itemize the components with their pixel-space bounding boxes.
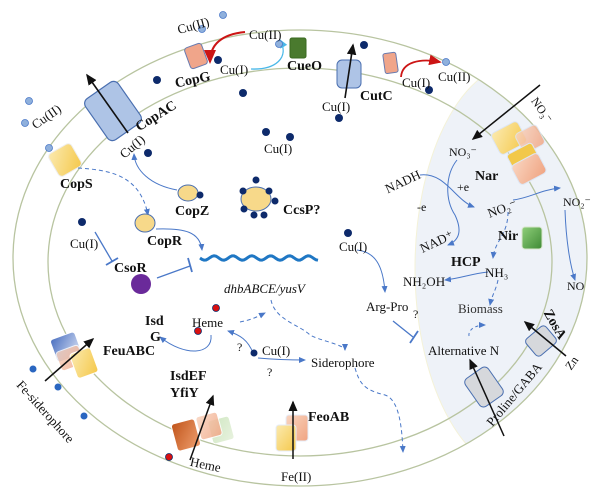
nh3-to-biomass-arrow xyxy=(488,279,499,306)
proline-gaba-transporter xyxy=(464,358,505,437)
cu1-cutc-label: Cu(I) xyxy=(322,99,351,114)
nar-label: Nar xyxy=(475,169,499,184)
heme-cytoplasm-dots xyxy=(194,304,220,335)
no3-to-nad-arrow xyxy=(447,159,460,246)
cu2-cueo-label: Cu(II) xyxy=(249,27,282,42)
heme-cytoplasm-label: Heme xyxy=(192,315,224,330)
cu1-argpro-label: Cu(I) xyxy=(339,239,368,254)
siderophore-export-arrow xyxy=(354,367,406,453)
ccsp-label: CcsP? xyxy=(283,203,321,218)
siderophore-label: Siderophore xyxy=(311,355,375,370)
cops-sensor xyxy=(48,143,82,177)
nadh-to-no2-arrow xyxy=(419,174,475,208)
copg-box xyxy=(184,42,208,70)
argpro-inhibits-altn xyxy=(392,320,414,338)
no2-to-nh3-arrow xyxy=(490,211,509,259)
cueo-box xyxy=(289,37,307,59)
feoab-label: FeoAB xyxy=(308,410,350,425)
dna-helix xyxy=(199,254,319,262)
feuabc-transporter xyxy=(44,331,99,382)
cutc-oxidase-box xyxy=(382,51,399,74)
feoab-transporter xyxy=(275,400,309,459)
cu1-heme-dot xyxy=(250,349,258,357)
zosa-transporter xyxy=(523,321,567,357)
isdef-yfiy-transporter xyxy=(170,394,235,461)
copr-regulator xyxy=(134,213,156,233)
copz-to-cu1-arrow xyxy=(131,153,178,191)
cops-label: CopS xyxy=(60,177,93,192)
altn-inhibit-bar xyxy=(409,330,419,344)
nar-complex xyxy=(491,121,547,185)
isd-g-label: G xyxy=(150,330,161,345)
heme-question-label: ? xyxy=(237,340,243,354)
cu1-csor-label: Cu(I) xyxy=(70,236,99,251)
cu2-right-periplasm-label: Cu(II) xyxy=(438,69,471,84)
nh2oh-label: NH₂OH xyxy=(403,274,446,289)
inner-membrane xyxy=(47,67,553,457)
cops-to-copr-arrow xyxy=(77,167,150,216)
dhb-operon-label: dhbABCE/yusV xyxy=(224,281,305,296)
ccsp-protein xyxy=(239,176,279,219)
cu2-reduction-arrow xyxy=(204,31,246,64)
copac-transporter xyxy=(84,73,142,142)
cu1-ions xyxy=(78,41,433,237)
dna-inhibit-bar xyxy=(187,257,193,273)
arg-pro-label: Arg-Pro xyxy=(366,299,409,314)
nir-label: Nir xyxy=(498,229,519,244)
cu1-to-siderophore-arrow xyxy=(257,356,306,363)
altn-to-biomass-arrow xyxy=(468,322,486,337)
copz-label: CopZ xyxy=(175,204,210,219)
isdef-label: IsdEF xyxy=(170,369,207,384)
heme-outside-dot xyxy=(165,453,173,461)
no2-export-arrow xyxy=(512,185,561,201)
cu1-to-heme-arrow xyxy=(227,330,254,354)
heme-to-isdg-arrow xyxy=(159,334,212,352)
feuabc-label: FeuABC xyxy=(103,344,156,359)
cu1-copg-label: Cu(I) xyxy=(220,62,249,77)
csor-label: CsoR xyxy=(114,261,147,276)
cu1-siderophore-label: Cu(I) xyxy=(262,343,291,358)
cutc-cu-oxidation-arrow xyxy=(400,54,442,78)
cu1-inhibits-csor xyxy=(94,231,113,262)
outer-membrane xyxy=(12,29,588,487)
cutc-transporter xyxy=(336,43,362,99)
hcp-label: HCP xyxy=(451,255,481,270)
no2-outside-label: NO₂⁻ xyxy=(563,195,591,209)
minus-e-label: -e xyxy=(417,200,427,214)
copr-to-dna-arrow xyxy=(155,228,205,251)
cu2-ions xyxy=(21,11,450,152)
biomass-label: Biomass xyxy=(458,301,503,316)
cu1-right-periplasm-label: Cu(I) xyxy=(402,75,431,90)
cu1-to-argpro-arrow xyxy=(356,249,388,293)
plus-e-label: +e xyxy=(457,180,470,194)
cueo-label: CueO xyxy=(287,59,322,74)
no3-import-arrow xyxy=(471,84,541,140)
nir-box xyxy=(521,226,543,250)
fe2-label: Fe(II) xyxy=(281,469,312,484)
no-label: NO xyxy=(567,279,585,293)
csor-repressor xyxy=(131,274,151,294)
yfiy-label: YfiY xyxy=(170,386,199,401)
cu1-cyto-top-label: Cu(I) xyxy=(264,141,293,156)
argpro-question-label: ? xyxy=(413,307,419,321)
isd-label: Isd xyxy=(145,314,164,329)
nh3-label: NH₃ xyxy=(485,265,509,280)
alternative-n-label: Alternative N xyxy=(428,343,500,358)
siderophore-question-label: ? xyxy=(267,365,273,379)
csor-represses-dna xyxy=(156,265,191,279)
csor-inhibit-bar xyxy=(105,257,119,266)
no2-to-no-arrow xyxy=(564,209,576,281)
nh3-to-nh2oh-arrow xyxy=(444,271,489,283)
no3-inside-label: NO₃⁻ xyxy=(449,145,477,159)
copr-label: CopR xyxy=(147,234,183,249)
dhb-to-siderophore-arrow xyxy=(270,299,348,351)
fe-siderophore-dots xyxy=(29,365,88,420)
heme-to-dhb-arrow xyxy=(239,312,266,323)
cutc-label: CutC xyxy=(360,89,393,104)
copz-chaperone xyxy=(177,184,204,202)
